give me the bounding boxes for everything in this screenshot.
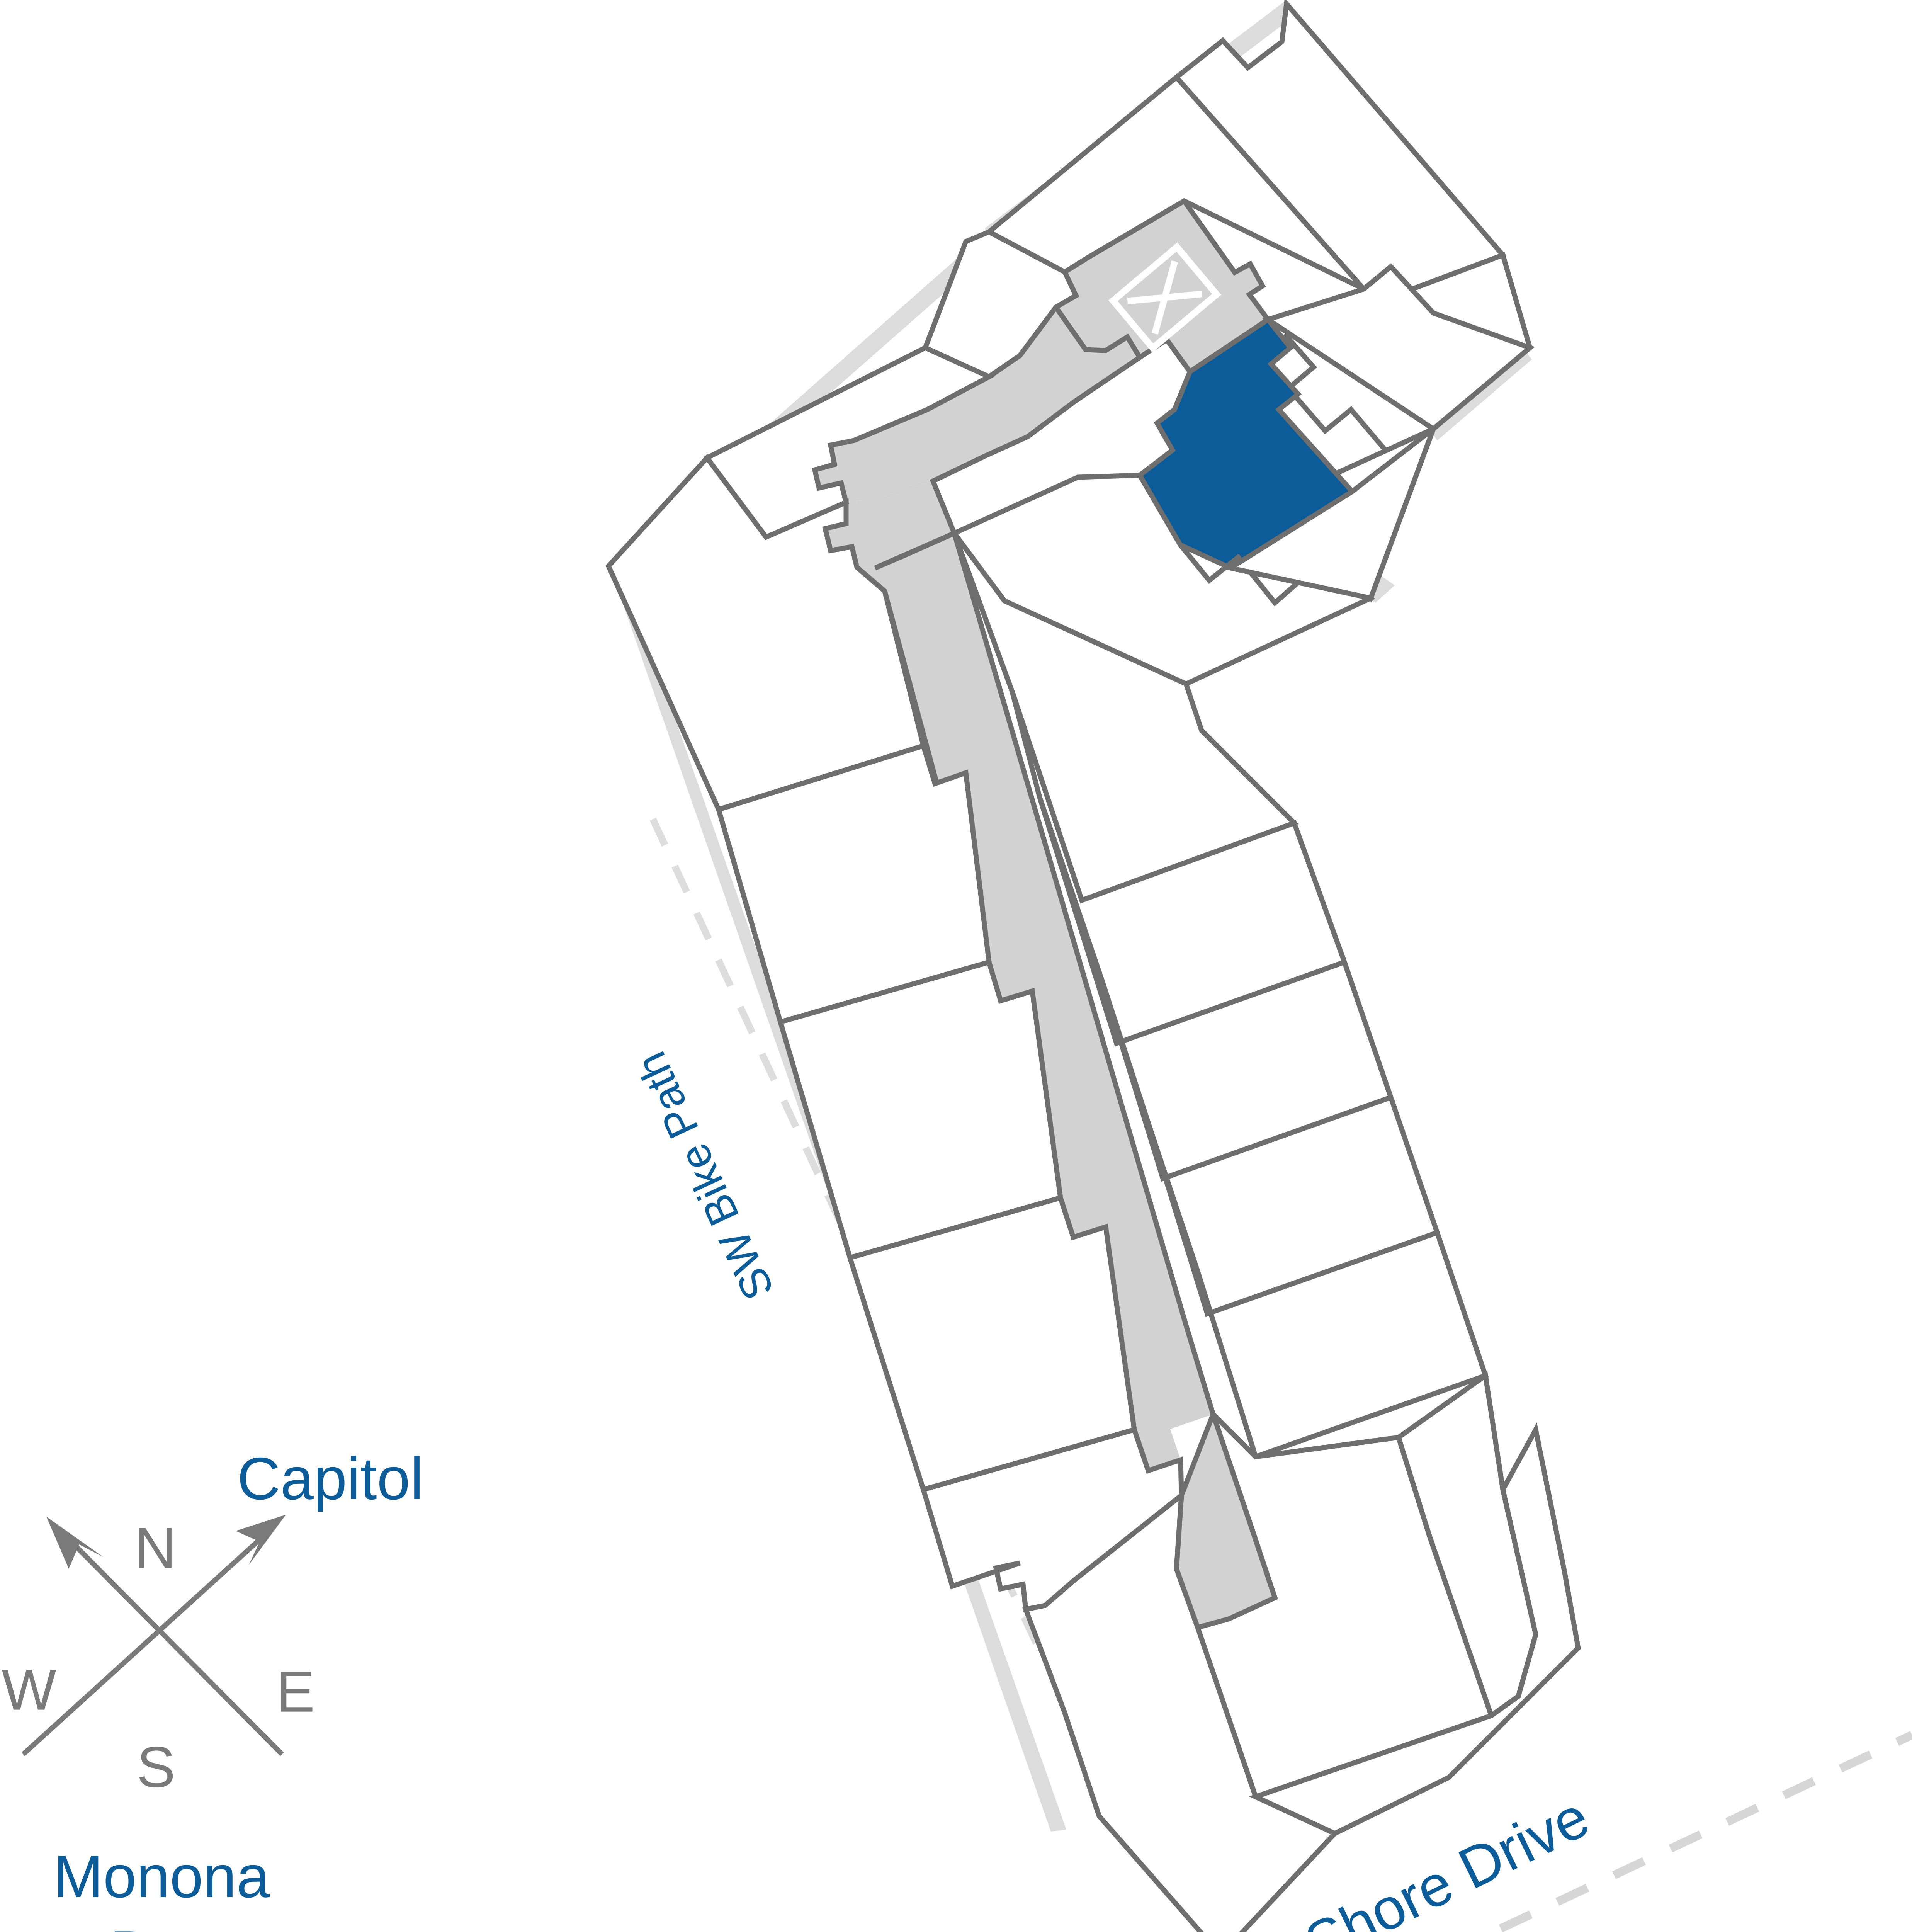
unit-polygon[interactable] [1022,1490,1339,1932]
compass-ne-arrow-line [21,1524,276,1756]
elevator-box-icon [1108,242,1222,353]
compass-n-label: N [134,1515,176,1580]
compass-s-label: S [137,1735,175,1799]
elevator-x-icon [1151,260,1178,335]
east-units [950,473,1495,1800]
compass-e-label: E [276,1659,315,1724]
compass-nw-arrow-line [56,1526,284,1756]
lower-wing-units [1022,1422,1581,1932]
sw-bike-path-label-group: SW Bike Path [626,1045,783,1307]
compass-ne-arrowhead [236,1515,286,1565]
sw-bike-path-label: SW Bike Path [626,1045,783,1307]
compass-nw-arrowhead [46,1517,104,1569]
unit-polygon[interactable] [922,229,1079,380]
unit-polygon[interactable] [1224,422,1439,601]
west-units [605,345,1184,1612]
east-outer-units [1224,422,1538,1720]
compass-w-label: W [2,1657,56,1722]
monona-label: Monona [53,1843,270,1910]
compass-rose: N E S W Capitol Monona Bay [2,1445,423,1932]
north-shore-drive-street [1483,1731,1912,1932]
unit-polygon[interactable] [1249,1422,1581,1837]
bay-label: Bay [110,1918,213,1932]
capitol-label: Capitol [237,1445,423,1512]
elevator-marker[interactable] [1108,242,1222,353]
